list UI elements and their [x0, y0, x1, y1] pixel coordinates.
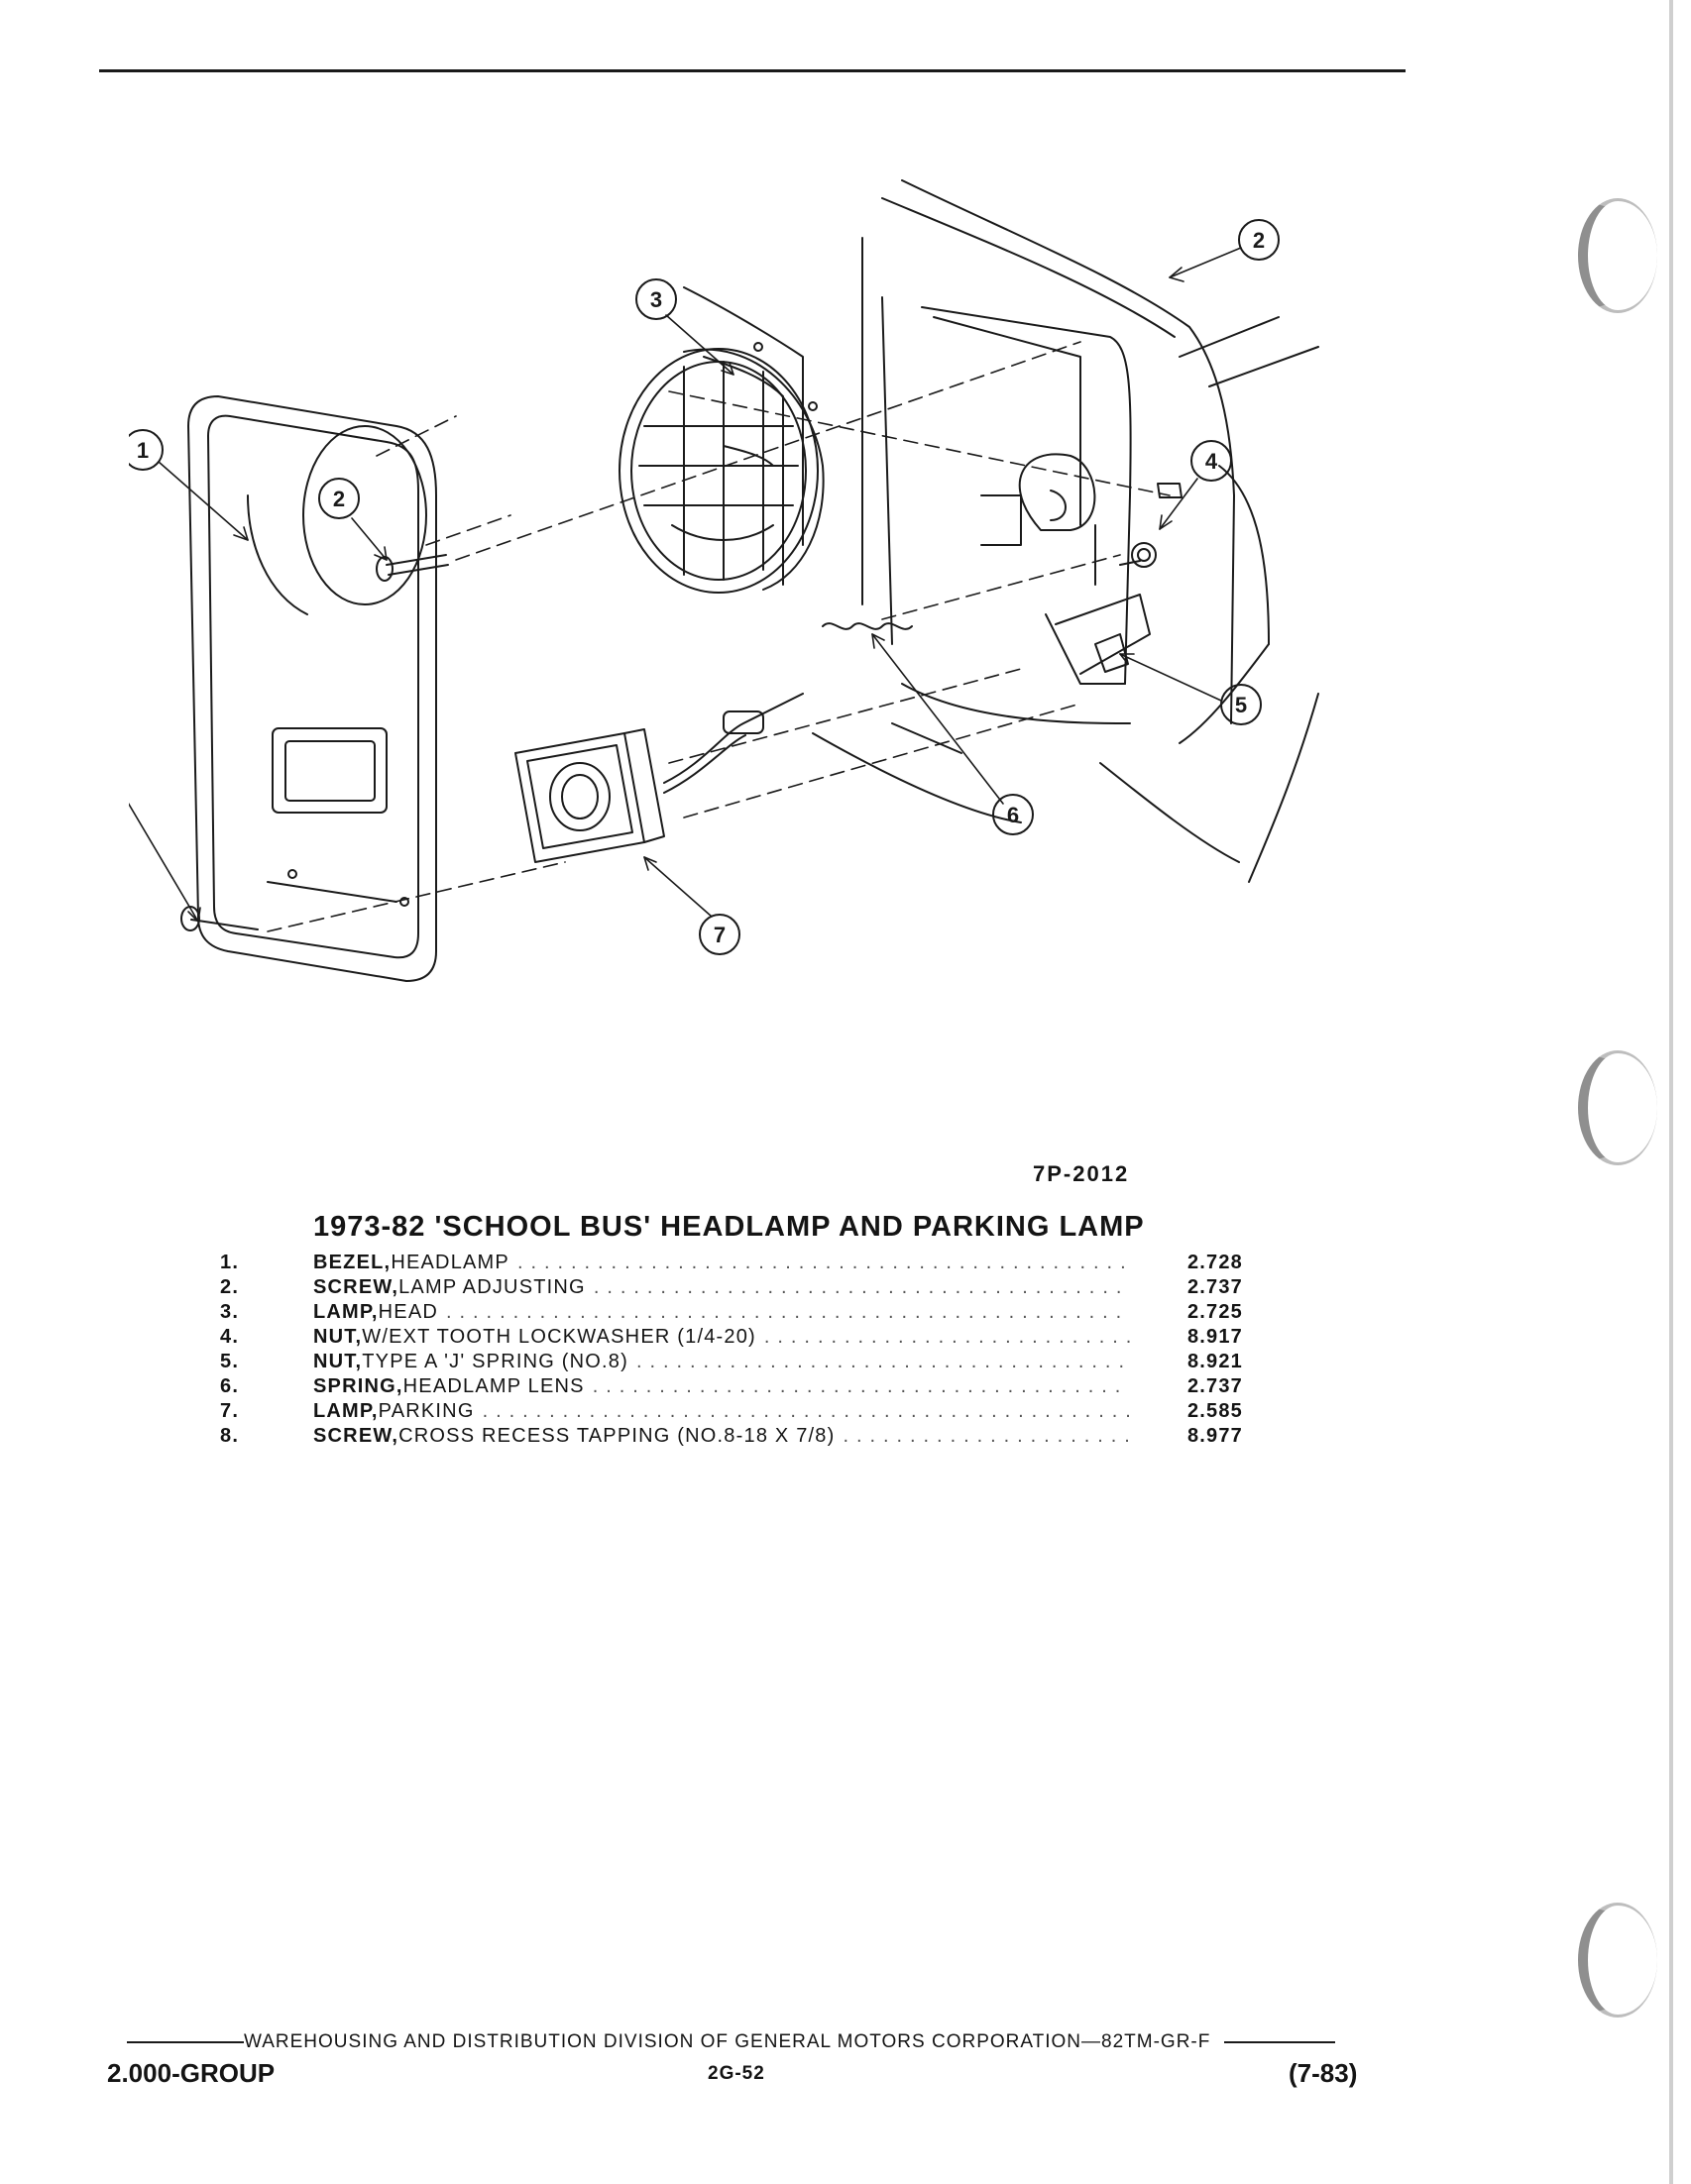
part-name: NUT,: [313, 1326, 363, 1348]
part-description: HEADLAMP LENS: [402, 1375, 585, 1397]
part-description: LAMP ADJUSTING: [398, 1276, 586, 1298]
page-edge: [1669, 0, 1673, 2184]
leader-dots: [764, 1326, 1130, 1349]
binder-hole: [1578, 1050, 1657, 1165]
group-number: 8.977: [1186, 1425, 1243, 1447]
item-number: 6.: [220, 1375, 240, 1397]
part-name: NUT,: [313, 1351, 363, 1372]
callout-6: [992, 794, 1034, 835]
part-name: LAMP,: [313, 1400, 379, 1422]
item-number: 1.: [220, 1252, 240, 1273]
item-number: 8.: [220, 1425, 240, 1447]
footer-rule: [1224, 2041, 1336, 2043]
callout-number: 7: [714, 923, 726, 947]
parts-row: 2. SCREW, LAMP ADJUSTING 2.737: [220, 1276, 1243, 1301]
callout-3: [635, 278, 677, 320]
callout-2-top: [1238, 219, 1280, 261]
binder-hole: [1578, 198, 1657, 313]
group-number: 2.737: [1186, 1375, 1243, 1397]
part-description: CROSS RECESS TAPPING (NO.8-18 X 7/8): [398, 1425, 836, 1447]
item-number: 2.: [220, 1276, 240, 1298]
leader-lines: [129, 247, 1242, 923]
item-number: 7.: [220, 1400, 240, 1422]
headlamp-bezel: [187, 395, 437, 982]
binder-hole: [1578, 1903, 1657, 2018]
parking-lamp: [514, 693, 804, 863]
footer-rule: [127, 2041, 244, 2043]
callout-labels: [129, 219, 1280, 955]
group-number: 2.725: [1186, 1301, 1243, 1323]
part-name: SCREW,: [313, 1276, 399, 1298]
part-name: SCREW,: [313, 1425, 399, 1447]
part-description: TYPE A 'J' SPRING (NO.8): [362, 1351, 628, 1372]
part-description: HEADLAMP: [391, 1252, 509, 1273]
callout-number: 2: [1253, 228, 1265, 253]
top-rule: [99, 69, 1406, 72]
callout-number: 5: [1235, 693, 1247, 717]
callout-5: [1220, 684, 1262, 725]
group-number: 8.917: [1186, 1326, 1243, 1348]
headlamp-assembly: [619, 342, 825, 594]
callout-number: 3: [650, 287, 662, 312]
callout-7: [699, 914, 740, 955]
part-description: W/EXT TOOTH LOCKWASHER (1/4-20): [362, 1326, 756, 1348]
callout-1: [129, 429, 164, 471]
alignment-lines: [267, 341, 1171, 932]
group-number: 2.737: [1186, 1276, 1243, 1298]
part-name: BEZEL,: [313, 1252, 392, 1273]
callout-number: 4: [1205, 449, 1218, 474]
group-number: 2.728: [1186, 1252, 1243, 1273]
part-description: PARKING: [378, 1400, 475, 1422]
figure-id: 7P-2012: [1033, 1161, 1130, 1186]
page-number: 2G-52: [708, 2063, 765, 2084]
item-number: 4.: [220, 1326, 240, 1348]
leader-dots: [636, 1351, 1130, 1373]
part-description: HEAD: [378, 1301, 439, 1323]
callout-number: 2: [333, 487, 345, 511]
leader-dots: [593, 1375, 1130, 1398]
callout-4: [1190, 440, 1232, 482]
parts-row: 5. NUT, TYPE A 'J' SPRING (NO.8) 8.921: [220, 1351, 1243, 1375]
page-title: 1973-82 'SCHOOL BUS' HEADLAMP AND PARKIN…: [313, 1211, 1145, 1243]
fasteners: [180, 483, 1183, 931]
part-name: LAMP,: [313, 1301, 379, 1323]
leader-dots: [594, 1276, 1130, 1299]
leader-dots: [446, 1301, 1130, 1324]
footer-division-line: WAREHOUSING AND DISTRIBUTION DIVISION OF…: [127, 2031, 1364, 2053]
leader-dots: [483, 1400, 1130, 1423]
footer-division-text: WAREHOUSING AND DISTRIBUTION DIVISION OF…: [244, 2031, 1211, 2052]
callout-number: 1: [137, 438, 149, 463]
group-number: 2.585: [1186, 1400, 1243, 1422]
parts-row: 7. LAMP, PARKING 2.585: [220, 1400, 1243, 1425]
parts-row: 1. BEZEL, HEADLAMP 2.728: [220, 1252, 1243, 1276]
revision-date: (7-83): [1289, 2058, 1358, 2088]
callout-numbers: 2 3 2 4 1 5 6 8 7: [137, 228, 1265, 947]
vehicle-front-panel: [683, 179, 1319, 883]
exploded-view-diagram: 2 3 2 4 1 5 6 8 7: [129, 179, 1319, 982]
leader-dots: [843, 1425, 1130, 1448]
callout-2-left: [318, 478, 360, 519]
parts-row: 4. NUT, W/EXT TOOTH LOCKWASHER (1/4-20) …: [220, 1326, 1243, 1351]
group-label: 2.000-GROUP: [107, 2058, 276, 2088]
parts-row: 3. LAMP, HEAD 2.725: [220, 1301, 1243, 1326]
part-name: SPRING,: [313, 1375, 403, 1397]
parts-row: 6. SPRING, HEADLAMP LENS 2.737: [220, 1375, 1243, 1400]
item-number: 5.: [220, 1351, 240, 1372]
item-number: 3.: [220, 1301, 240, 1323]
parts-row: 8. SCREW, CROSS RECESS TAPPING (NO.8-18 …: [220, 1425, 1243, 1450]
leader-dots: [517, 1252, 1130, 1274]
callout-number: 6: [1007, 803, 1019, 827]
group-number: 8.921: [1186, 1351, 1243, 1372]
parts-list: 1. BEZEL, HEADLAMP 2.728 2. SCREW, LAMP …: [220, 1252, 1243, 1450]
